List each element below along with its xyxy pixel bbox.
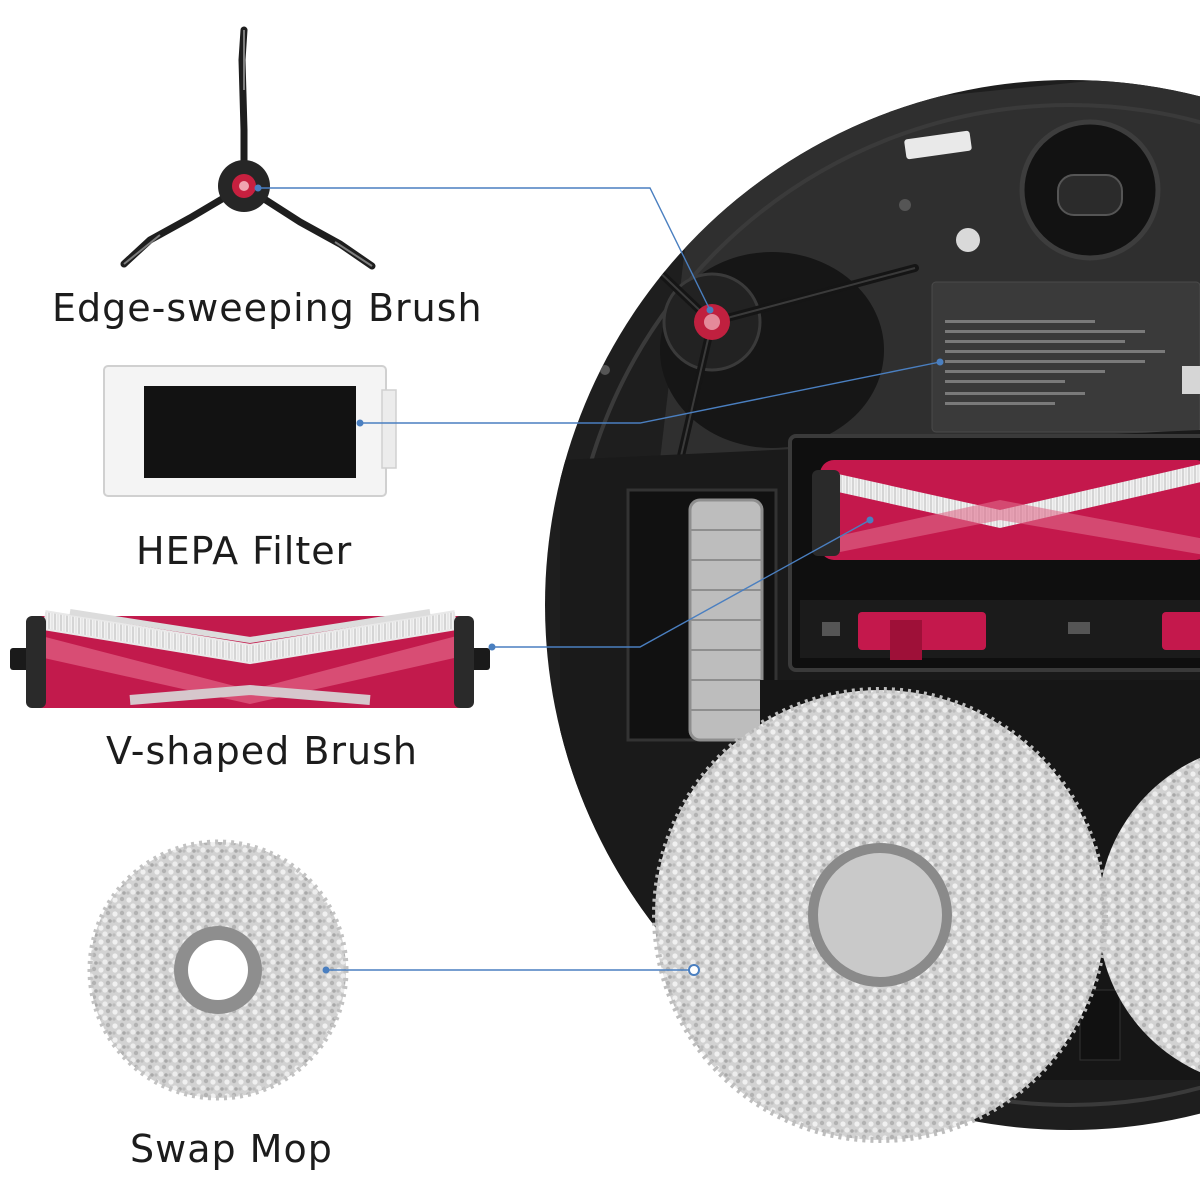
v-shaped-brush-icon <box>10 609 490 708</box>
robot-vacuum-underside <box>545 80 1200 1143</box>
edge-sweeping-brush-icon <box>120 26 376 270</box>
callout-line-v-brush <box>492 519 871 648</box>
hepa-filter-label: HEPA Filter <box>136 529 353 573</box>
v-shaped-brush-label: V-shaped Brush <box>106 729 419 773</box>
callout-line-edge-brush <box>258 187 711 311</box>
edge-sweeping-brush-label: Edge-sweeping Brush <box>52 286 483 330</box>
callout-dots <box>254 184 944 976</box>
swap-mop-icon <box>87 839 349 1101</box>
hepa-filter-icon <box>103 365 397 497</box>
robot-mop-pads <box>652 687 1200 1143</box>
callout-lines <box>258 187 941 971</box>
swap-mop-label: Swap Mop <box>130 1127 333 1171</box>
callout-line-hepa-filter <box>360 361 941 424</box>
